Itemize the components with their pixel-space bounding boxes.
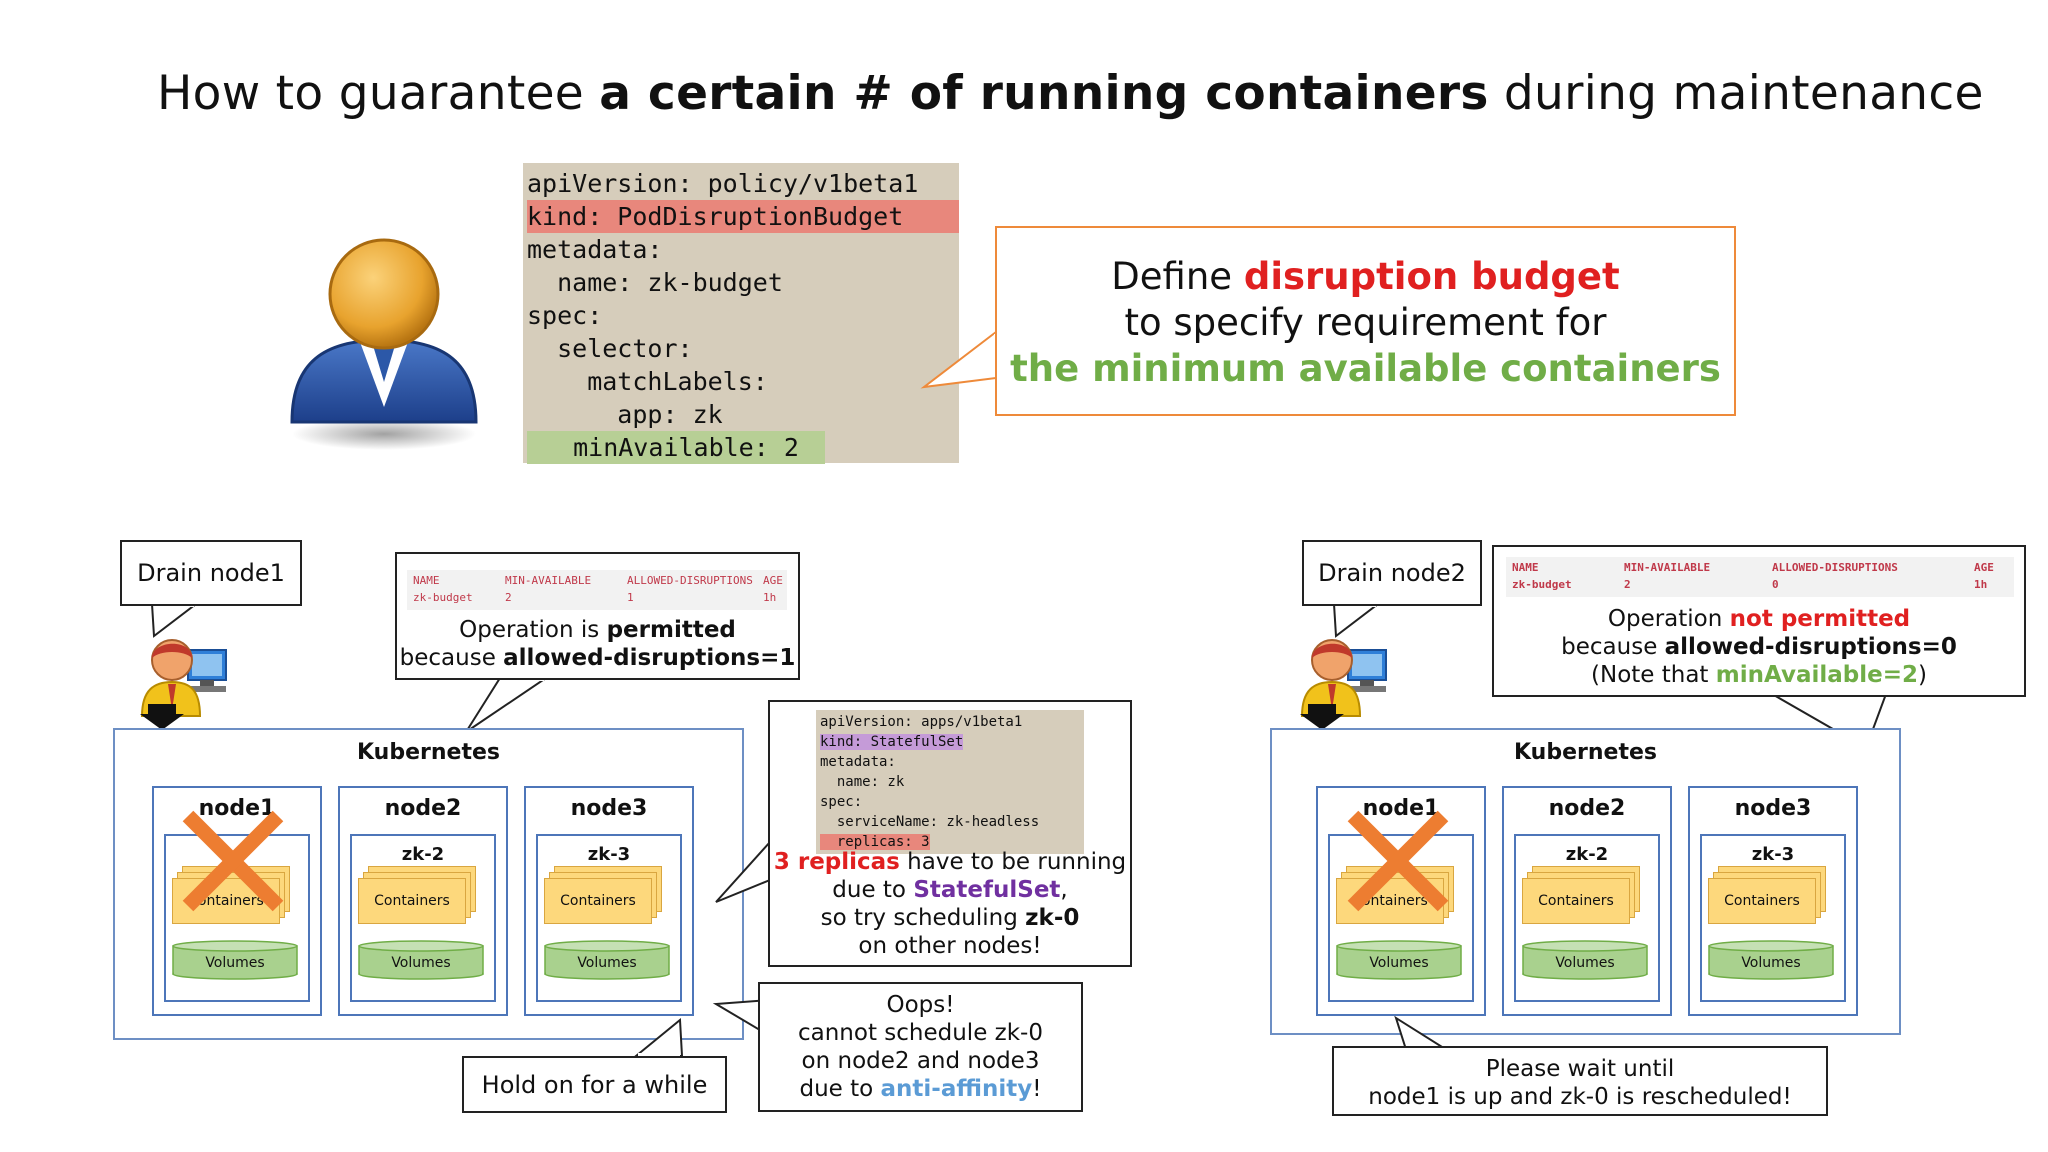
operation-text: Operation is permitted because allowed-d… bbox=[399, 617, 796, 671]
define-callout-tail bbox=[920, 330, 998, 389]
containers-stack: Containers bbox=[1522, 866, 1640, 924]
volumes-cylinder: Volumes bbox=[1522, 940, 1648, 980]
yaml-line: spec: bbox=[527, 301, 603, 330]
statefulset-callout: apiVersion: apps/v1beta1 kind: StatefulS… bbox=[768, 700, 1132, 967]
hold-on-callout: Hold on for a while bbox=[462, 1056, 727, 1113]
volumes-cylinder: Volumes bbox=[1336, 940, 1462, 980]
containers-stack: Containers bbox=[544, 866, 662, 924]
drain-node2-callout: Drain node2 bbox=[1302, 540, 1482, 606]
user-icon bbox=[290, 238, 478, 450]
yaml-line: selector: bbox=[527, 334, 693, 363]
yaml-line: matchLabels: bbox=[527, 367, 768, 396]
volumes-cylinder: Volumes bbox=[358, 940, 484, 980]
yaml-line-kind: kind: PodDisruptionBudget bbox=[527, 200, 959, 233]
statefulset-text: 3 replicas have to be running due to Sta… bbox=[773, 849, 1127, 959]
hold-callout-tail bbox=[633, 1018, 684, 1057]
containers-stack: Containers bbox=[1708, 866, 1826, 924]
yaml-line-minavailable: minAvailable: 2 bbox=[527, 431, 959, 464]
slide-title: How to guarantee a certain # of running … bbox=[157, 66, 1984, 121]
define-callout: Define disruption budget to specify requ… bbox=[995, 226, 1736, 416]
pdb-yaml-code: apiVersion: policy/v1beta1 kind: PodDisr… bbox=[523, 163, 959, 464]
drain-node1-callout: Drain node1 bbox=[120, 540, 302, 606]
admin-person-icon bbox=[140, 639, 227, 730]
statefulset-yaml-code: apiVersion: apps/v1beta1 kind: StatefulS… bbox=[816, 710, 1084, 854]
volumes-cylinder: Volumes bbox=[172, 940, 298, 980]
volumes-cylinder: Volumes bbox=[544, 940, 670, 980]
yaml-line: metadata: bbox=[527, 235, 663, 264]
cross-mark-icon bbox=[182, 810, 284, 912]
admin-person-icon bbox=[1300, 639, 1387, 730]
yaml-line: apiVersion: policy/v1beta1 bbox=[527, 169, 919, 198]
please-wait-callout: Please wait until node1 is up and zk-0 i… bbox=[1332, 1046, 1828, 1116]
yaml-line: app: zk bbox=[527, 400, 723, 429]
containers-stack: Containers bbox=[358, 866, 476, 924]
statefulset-callout-tail bbox=[715, 840, 772, 903]
yaml-line: name: zk-budget bbox=[527, 268, 783, 297]
operation-text: Operation not permitted because allowed-… bbox=[1561, 606, 1957, 688]
kubernetes-label: Kubernetes bbox=[357, 740, 500, 765]
kubernetes-label: Kubernetes bbox=[1514, 740, 1657, 765]
volumes-cylinder: Volumes bbox=[1708, 940, 1834, 980]
cross-mark-icon bbox=[1347, 810, 1449, 912]
oops-callout: Oops! cannot schedule zk-0 on node2 and … bbox=[758, 982, 1083, 1112]
